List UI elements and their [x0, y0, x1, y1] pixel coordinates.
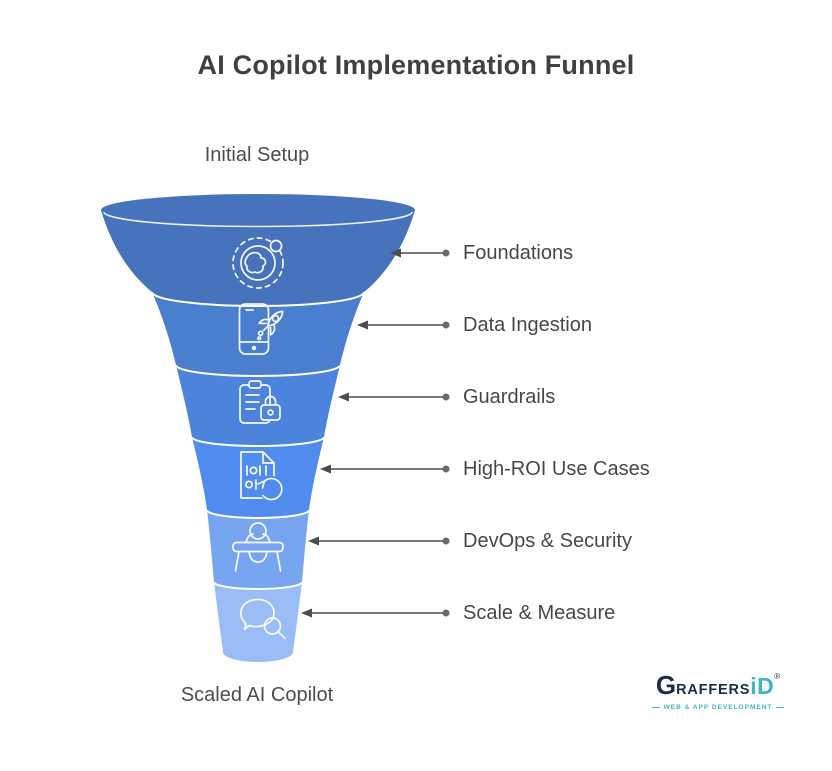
stage-label-scale: Scale & Measure [463, 602, 616, 624]
funnel-rim-lip-line [103, 211, 413, 228]
connector-data-ingestion [357, 320, 450, 330]
funnel-stage-1-shape [101, 210, 415, 306]
funnel-stage-6-shape [214, 582, 302, 662]
funnel-top-rim [101, 194, 415, 226]
funnel-separator-lines [151, 291, 365, 590]
desk-person-icon [232, 522, 284, 572]
funnel-exit-label: Scaled AI Copilot [180, 684, 334, 706]
stage-label-foundations: Foundations [463, 242, 574, 264]
phone-rocket-icon [238, 303, 284, 355]
globe-dashed-icon [232, 237, 284, 289]
connector-foundations [390, 248, 450, 258]
stage-label-guardrails: Guardrails [463, 386, 556, 408]
stage-label-data-ingestion: Data Ingestion [463, 314, 592, 336]
clipboard-lock-icon [239, 380, 281, 424]
graffersid-logo: GRAFFERSiD® WEB & APP DEVELOPMENT [652, 672, 784, 711]
registered-mark: ® [774, 672, 781, 681]
stage-label-devops: DevOps & Security [463, 530, 632, 552]
connector-scale [301, 608, 450, 618]
logo-accent: iD [750, 673, 775, 699]
funnel-entry-label: Initial Setup [204, 144, 310, 166]
logo-initial: G [655, 670, 677, 700]
funnel-stage-4-shape [192, 437, 324, 518]
connector-guardrails [338, 392, 450, 402]
page-title: AI Copilot Implementation Funnel [197, 50, 635, 80]
tagline-dash-left [652, 707, 660, 708]
connector-devops [308, 536, 450, 546]
connector-high-roi [320, 464, 450, 474]
binary-file-refresh-icon [240, 451, 285, 502]
stage-connector-arrows [301, 248, 450, 618]
stage-label-high-roi: High-ROI Use Cases [463, 458, 650, 480]
tagline-dash-right [776, 707, 784, 708]
chat-search-icon [240, 598, 286, 640]
logo-tagline: WEB & APP DEVELOPMENT [652, 704, 784, 711]
logo-rest: RAFFERS [676, 682, 751, 698]
tagline-text: WEB & APP DEVELOPMENT [663, 704, 773, 711]
funnel-stage-3-shape [176, 365, 340, 446]
logo-wordmark: GRAFFERSiD® [652, 672, 784, 703]
